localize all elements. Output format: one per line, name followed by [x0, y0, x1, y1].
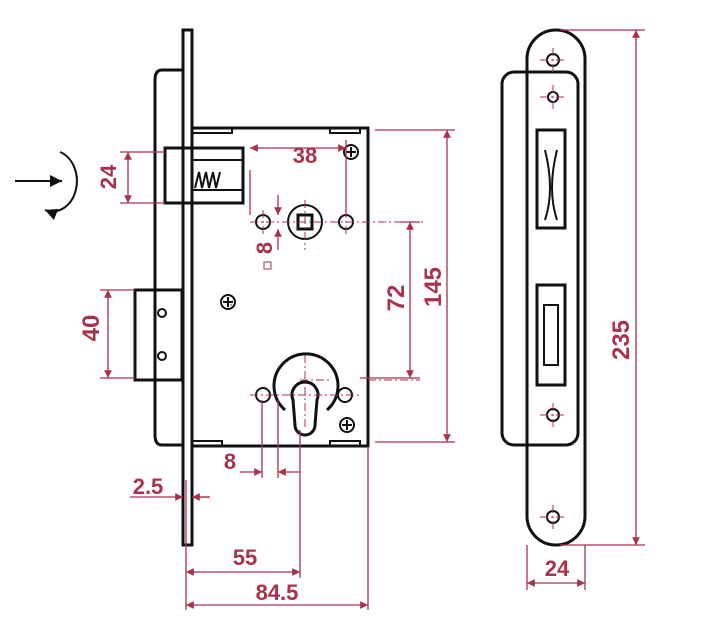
deadbolt: [133, 288, 184, 382]
screw-icon: [343, 144, 359, 160]
latch-spring: [194, 171, 221, 189]
latch-bolt: [163, 146, 245, 205]
dimension-labels: 24 38 8 72 145 40 8 2.5 55 84.5 235 24: [78, 143, 635, 605]
dim-8-hole: 8: [224, 449, 236, 474]
dim-145: 145: [420, 267, 447, 307]
dim-84-5: 84.5: [256, 580, 299, 605]
lock-side-view: [133, 28, 425, 547]
rotation-icon: [15, 151, 78, 221]
faceplate-front: [525, 28, 587, 547]
dim-8-square: 8: [252, 242, 277, 254]
dim-55: 55: [233, 545, 257, 570]
dim-72: 72: [383, 285, 410, 312]
dim-38: 38: [293, 143, 317, 168]
screw-icon: [220, 294, 236, 310]
dim-235: 235: [608, 320, 635, 360]
cylinder-rose: [272, 352, 340, 412]
screw-icon: [339, 417, 355, 433]
dimension-lines: [100, 29, 645, 610]
latch-opening: [535, 128, 567, 230]
dim-24-width: 24: [545, 556, 570, 581]
lock-front-view: [500, 28, 587, 547]
square-symbol: [263, 261, 272, 270]
forend-plate: [153, 68, 183, 447]
dim-24-latch: 24: [96, 164, 121, 189]
lock-body: [190, 126, 370, 448]
dim-40: 40: [78, 315, 105, 342]
dim-2-5: 2.5: [133, 474, 164, 499]
bolt-opening: [535, 283, 567, 387]
forend-front: [500, 70, 580, 447]
